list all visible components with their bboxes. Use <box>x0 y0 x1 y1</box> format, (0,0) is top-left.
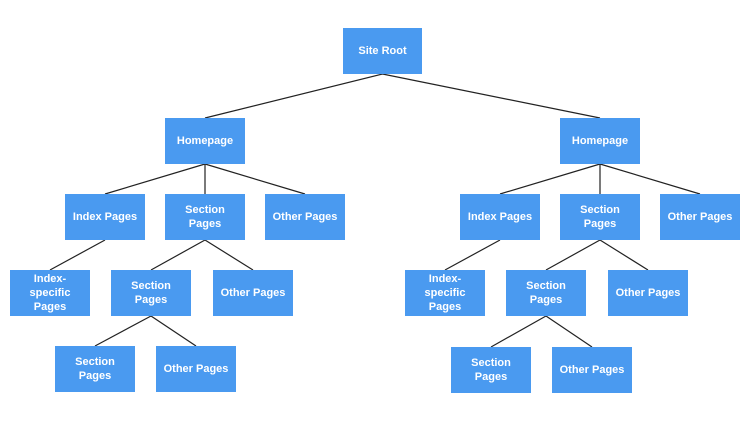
connector-left-index-to-left-index-specific <box>49 239 106 271</box>
connector-right-index-to-right-index-specific <box>444 239 501 271</box>
connector-right-section-to-right-sub-other <box>599 239 649 271</box>
node-left-sub-other-pages: Other Pages <box>213 270 293 316</box>
node-right-section-pages: Section Pages <box>560 194 640 240</box>
node-right-homepage: Homepage <box>560 118 640 164</box>
node-right-sub-section-pages: Section Pages <box>506 270 586 316</box>
node-right-leaf-other-pages: Other Pages <box>552 347 632 393</box>
node-left-index-pages: Index Pages <box>65 194 145 240</box>
node-left-leaf-section-pages: Section Pages <box>55 346 135 392</box>
node-site-root: Site Root <box>343 28 422 74</box>
node-left-section-pages: Section Pages <box>165 194 245 240</box>
connector-right-sub-section-to-right-leaf-section <box>490 315 547 348</box>
node-right-other-pages: Other Pages <box>660 194 740 240</box>
connector-right-sub-section-to-right-leaf-other <box>545 315 593 348</box>
connector-left-section-to-left-sub-section <box>150 239 206 271</box>
connector-left-sub-section-to-left-leaf-section <box>94 315 152 347</box>
node-right-index-pages: Index Pages <box>460 194 540 240</box>
node-left-sub-section-pages: Section Pages <box>111 270 191 316</box>
connector-left-homepage-to-left-index <box>104 163 206 195</box>
node-left-homepage: Homepage <box>165 118 245 164</box>
node-right-leaf-section-pages: Section Pages <box>451 347 531 393</box>
connector-left-homepage-to-left-other <box>204 163 306 195</box>
connector-left-section-to-left-sub-other <box>204 239 254 271</box>
node-right-sub-other-pages: Other Pages <box>608 270 688 316</box>
node-left-leaf-other-pages: Other Pages <box>156 346 236 392</box>
node-right-index-specific-pages: Index-specific Pages <box>405 270 485 316</box>
connector-right-homepage-to-right-other <box>599 163 701 195</box>
connector-root-to-left-homepage <box>204 73 383 119</box>
connector-right-homepage-to-right-index <box>499 163 601 195</box>
connector-right-section-to-right-sub-section <box>545 239 601 271</box>
connector-root-to-right-homepage <box>382 73 601 119</box>
node-left-other-pages: Other Pages <box>265 194 345 240</box>
node-left-index-specific-pages: Index-specific Pages <box>10 270 90 316</box>
connector-left-sub-section-to-left-leaf-other <box>150 315 197 347</box>
